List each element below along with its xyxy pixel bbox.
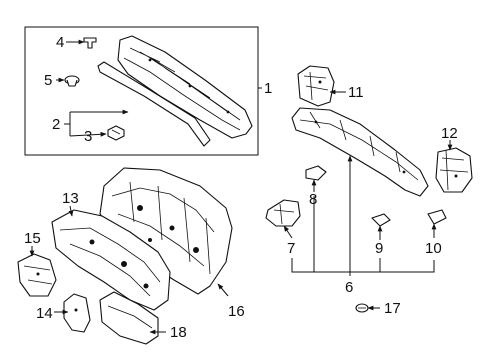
callout-15: 15 <box>24 230 41 247</box>
callout-9: 9 <box>375 240 383 257</box>
callout-6: 6 <box>345 279 353 296</box>
leader-lines <box>29 39 453 335</box>
cowl-assembly-box <box>24 26 259 156</box>
callout-4: 4 <box>56 34 64 51</box>
bracket-7 <box>265 199 301 227</box>
callout-12: 12 <box>441 125 458 142</box>
callout-5: 5 <box>44 72 52 89</box>
cowl-weatherstrip <box>97 61 211 147</box>
dash-panel <box>99 167 233 295</box>
pad-14 <box>63 293 91 333</box>
grommet-5 <box>64 75 80 87</box>
cowl-top-panel <box>117 35 253 139</box>
callout-10: 10 <box>425 240 442 257</box>
bracket-15 <box>17 253 57 297</box>
callout-14: 14 <box>36 305 53 322</box>
clip-4 <box>83 37 97 49</box>
callout-8: 8 <box>309 191 317 208</box>
callout-18: 18 <box>170 324 187 341</box>
callout-7: 7 <box>287 240 295 257</box>
callout-1: 1 <box>264 80 272 97</box>
callout-11: 11 <box>348 84 364 101</box>
clip-9 <box>371 213 391 227</box>
clip-10 <box>427 209 447 225</box>
dash-insulator-13 <box>51 209 171 311</box>
callout-17: 17 <box>384 300 401 317</box>
clip-3 <box>107 125 125 141</box>
silencer-18 <box>99 291 159 345</box>
cowl-side-panel <box>291 107 429 197</box>
hinge-bracket-11 <box>297 65 335 107</box>
clip-17 <box>355 303 369 313</box>
callout-3: 3 <box>84 128 92 145</box>
callout-13: 13 <box>62 190 79 207</box>
callout-16: 16 <box>228 303 245 320</box>
callout-2: 2 <box>52 116 60 133</box>
bracket-12 <box>435 147 473 193</box>
bracket-8 <box>305 165 327 181</box>
